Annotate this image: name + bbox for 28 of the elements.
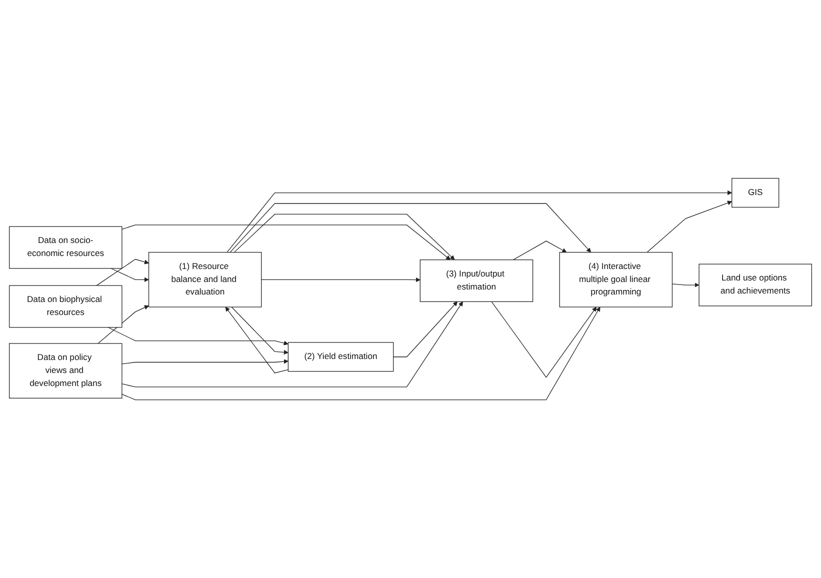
arrow bbox=[122, 224, 451, 260]
arrow bbox=[672, 282, 700, 288]
node-box: Data on socio-economic resources bbox=[9, 226, 122, 269]
node-box: (2) Yield estimation bbox=[288, 342, 394, 372]
arrow bbox=[231, 306, 288, 355]
node-box: (4) Interactive multiple goal linear programming bbox=[559, 252, 673, 308]
arrow bbox=[261, 277, 420, 282]
node-box: Data on policy views and development plans bbox=[9, 343, 122, 398]
arrow bbox=[230, 203, 592, 253]
node-box: (3) Input/output estimation bbox=[420, 259, 534, 302]
arrow bbox=[491, 301, 597, 378]
arrow bbox=[226, 190, 732, 253]
arrow bbox=[96, 258, 149, 286]
arrow bbox=[122, 301, 463, 388]
arrow bbox=[108, 327, 288, 346]
arrow bbox=[234, 214, 455, 260]
node-box: (1) Resource balance and land evaluation bbox=[148, 252, 262, 308]
arrow bbox=[512, 240, 567, 260]
arrow bbox=[110, 268, 149, 282]
arrow bbox=[225, 306, 289, 374]
arrow bbox=[122, 306, 600, 400]
arrow bbox=[122, 359, 288, 364]
node-box: Land use options and achievements bbox=[698, 264, 812, 306]
node-box: Data on biophysical resources bbox=[9, 285, 122, 328]
arrow bbox=[646, 200, 732, 253]
node-box: GIS bbox=[732, 178, 780, 208]
arrow bbox=[393, 301, 458, 358]
arrow bbox=[98, 305, 149, 344]
